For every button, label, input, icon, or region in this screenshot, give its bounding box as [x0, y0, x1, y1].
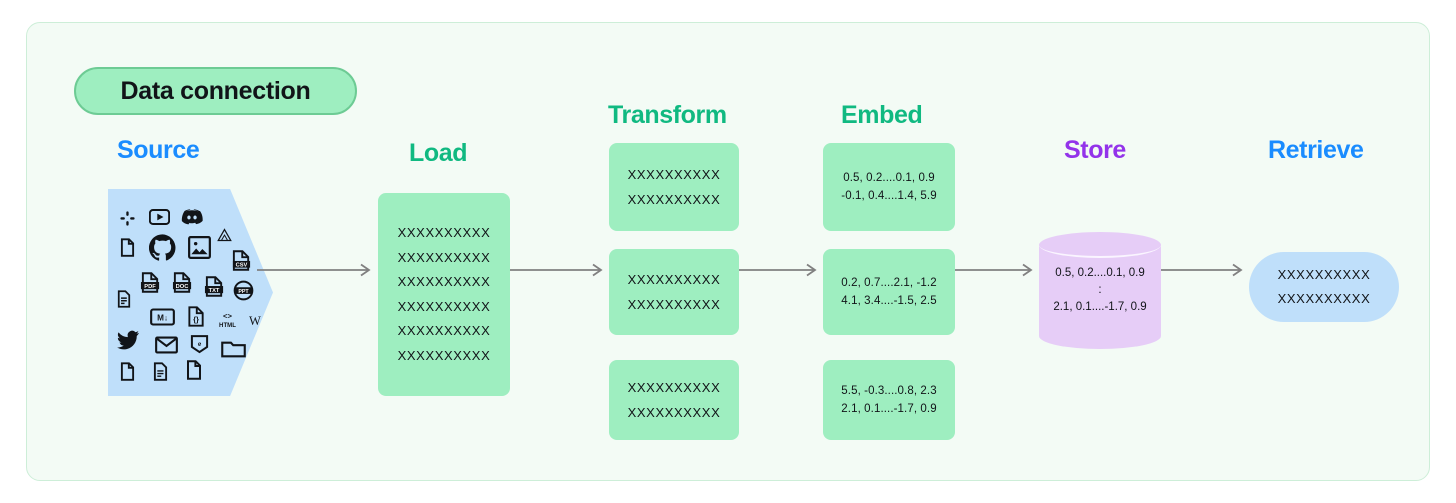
embed-line: 0.2, 0.7....2.1, -1.2: [841, 277, 937, 289]
image-icon: [187, 235, 211, 259]
data-connection-badge: Data connection: [74, 67, 357, 115]
embed-line: 2.1, 0.1....-1.7, 0.9: [841, 403, 937, 415]
load-line: XXXXXXXXXX: [397, 225, 491, 240]
json-file-icon: {}: [186, 305, 206, 327]
txt-file-icon: TXT: [202, 275, 226, 297]
svg-text:{}: {}: [193, 315, 199, 324]
embed-vector: 5.5, -0.3....0.8, 2.3 2.1, 0.1....-1.7, …: [823, 360, 955, 440]
transform-line: XXXXXXXXXX: [627, 272, 721, 287]
transform-chunk: XXXXXXXXXX XXXXXXXXXX: [609, 249, 739, 335]
csv-file-icon: CSV: [230, 249, 252, 271]
pdf-file-icon: PDF: [138, 271, 162, 293]
retrieve-line: XXXXXXXXXX: [1277, 291, 1371, 306]
markdown-icon: M↓: [149, 307, 175, 326]
arrow-embed-to-store: [955, 263, 1039, 277]
svg-text:CSV: CSV: [235, 262, 247, 268]
svg-text:TXT: TXT: [208, 287, 219, 293]
embed-line: 0.5, 0.2....0.1, 0.9: [843, 172, 935, 184]
svg-text:M↓: M↓: [157, 313, 168, 322]
svg-text:e: e: [197, 338, 201, 347]
stage-label-embed: Embed: [841, 101, 923, 129]
store-line: 2.1, 0.1....-1.7, 0.9: [1053, 301, 1147, 313]
transform-line: XXXXXXXXXX: [627, 192, 721, 207]
store-cylinder: 0.5, 0.2....0.1, 0.9 : 2.1, 0.1....-1.7,…: [1039, 232, 1161, 349]
load-line: XXXXXXXXXX: [397, 274, 491, 289]
embed-vector: 0.5, 0.2....0.1, 0.9 -0.1, 0.4....1.4, 5…: [823, 143, 955, 231]
store-content: 0.5, 0.2....0.1, 0.9 : 2.1, 0.1....-1.7,…: [1039, 232, 1161, 349]
embed-vector: 0.2, 0.7....2.1, -1.2 4.1, 3.4....-1.5, …: [823, 249, 955, 335]
email-icon: [154, 335, 178, 355]
arrow-transform-to-embed: [739, 263, 823, 277]
retrieve-line: XXXXXXXXXX: [1277, 267, 1371, 282]
store-ellipsis: :: [1098, 284, 1102, 296]
svg-text:<>: <>: [223, 311, 232, 320]
html-icon: <> HTML: [215, 309, 239, 329]
load-box: XXXXXXXXXX XXXXXXXXXX XXXXXXXXXX XXXXXXX…: [378, 193, 510, 396]
arrow-source-to-load: [257, 263, 377, 277]
svg-text:W: W: [249, 314, 261, 328]
google-drive-icon: [216, 227, 233, 244]
cylinder-body: [1039, 245, 1161, 336]
svg-text:PDF: PDF: [144, 283, 156, 289]
arrow-load-to-transform: [510, 263, 609, 277]
transform-chunk: XXXXXXXXXX XXXXXXXXXX: [609, 143, 739, 231]
source-shape: CSV PDF: [108, 189, 273, 396]
diagram-frame: Data connection Source Load Transform Em…: [26, 22, 1430, 481]
stage-label-transform: Transform: [608, 101, 727, 129]
evernote-icon: e: [189, 333, 209, 354]
slack-icon: [118, 209, 136, 227]
transform-line: XXXXXXXXXX: [627, 167, 721, 182]
file-icon-2: [119, 361, 136, 382]
retrieve-box: XXXXXXXXXX XXXXXXXXXX: [1249, 252, 1399, 322]
document-icon: [116, 289, 132, 309]
discord-icon: [181, 208, 203, 226]
arrow-store-to-retrieve: [1161, 263, 1249, 277]
youtube-icon: [148, 208, 170, 226]
stage-label-source: Source: [117, 136, 200, 164]
stage-label-retrieve: Retrieve: [1268, 136, 1364, 164]
text-file-icon: [152, 361, 169, 382]
embed-line: 5.5, -0.3....0.8, 2.3: [841, 385, 937, 397]
transform-line: XXXXXXXXXX: [627, 405, 721, 420]
cylinder-top: [1039, 232, 1161, 258]
file-icon-3: [185, 359, 203, 381]
load-line: XXXXXXXXXX: [397, 347, 491, 363]
load-line: XXXXXXXXXX: [397, 249, 491, 265]
transform-chunk: XXXXXXXXXX XXXXXXXXXX: [609, 360, 739, 440]
embed-line: 4.1, 3.4....-1.5, 2.5: [841, 295, 937, 307]
source-icon-grid: CSV PDF: [108, 189, 273, 396]
svg-text:PPT: PPT: [238, 288, 249, 294]
file-icon: [119, 237, 136, 257]
ppt-file-icon: PPT: [232, 279, 254, 301]
svg-text:HTML: HTML: [219, 322, 236, 329]
wikipedia-icon: W: [246, 311, 264, 329]
transform-line: XXXXXXXXXX: [627, 297, 721, 312]
load-line: XXXXXXXXXX: [397, 298, 491, 314]
doc-file-icon: DOC: [170, 271, 194, 293]
folder-icon: [220, 337, 246, 359]
twitter-icon: [116, 329, 140, 351]
store-line: 0.5, 0.2....0.1, 0.9: [1055, 267, 1145, 279]
stage-label-load: Load: [409, 139, 468, 167]
transform-line: XXXXXXXXXX: [627, 380, 721, 395]
svg-text:DOC: DOC: [175, 283, 188, 289]
embed-line: -0.1, 0.4....1.4, 5.9: [841, 190, 937, 202]
github-icon: [148, 233, 176, 261]
load-line: XXXXXXXXXX: [397, 323, 491, 338]
stage-label-store: Store: [1064, 136, 1126, 164]
